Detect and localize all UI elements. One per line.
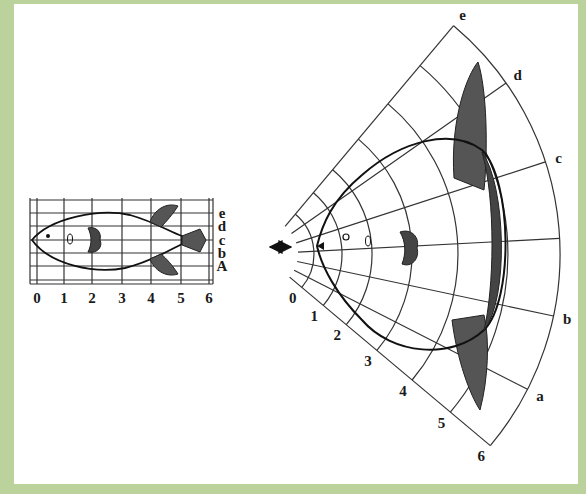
grid-line [121, 198, 122, 284]
axis-number: 4 [398, 383, 408, 398]
axis-number: 0 [32, 291, 42, 306]
axis-number: 1 [310, 309, 320, 324]
axis-letter: A [216, 259, 229, 274]
axis-number: 3 [363, 354, 373, 369]
grid-line [30, 199, 213, 200]
axis-number: 2 [333, 328, 343, 343]
grid-line [30, 225, 213, 226]
grid-arc [295, 214, 314, 287]
grid-ray [285, 26, 454, 227]
axis-number: 5 [437, 415, 447, 430]
grid-line [150, 198, 151, 284]
grid-line [30, 283, 213, 284]
axis-number: 5 [176, 291, 186, 306]
axis-letter: c [554, 150, 563, 165]
grid-line [30, 265, 213, 266]
axis-number: 0 [288, 291, 298, 306]
curved-grid [285, 26, 560, 446]
rect-grid [30, 198, 213, 284]
grid-line [63, 198, 64, 284]
axis-letter: d [512, 68, 522, 83]
grid-line [29, 198, 30, 284]
axis-number: 6 [477, 449, 487, 464]
axis-letter: d [217, 219, 227, 234]
grid-ray [296, 162, 545, 243]
axis-number: 3 [117, 291, 127, 306]
axis-number: 1 [59, 291, 69, 306]
axis-letter: b [562, 311, 572, 326]
grid-line [36, 198, 37, 284]
grid-ray [290, 277, 491, 446]
axis-letter: e [458, 8, 467, 23]
axis-letter: a [535, 388, 545, 403]
grid-line [30, 279, 213, 280]
grid-line [208, 198, 209, 284]
axis-number: 6 [204, 291, 214, 306]
sunfish [317, 62, 506, 410]
axis-number: 4 [146, 291, 156, 306]
grid-arc [388, 104, 458, 380]
grid-line [212, 198, 213, 284]
grid-line [30, 252, 213, 253]
grid-arc [333, 170, 372, 325]
axis-number: 2 [87, 291, 97, 306]
porcupine-fish [32, 205, 206, 275]
double-arrow [270, 246, 291, 248]
grid-ray [298, 238, 560, 252]
